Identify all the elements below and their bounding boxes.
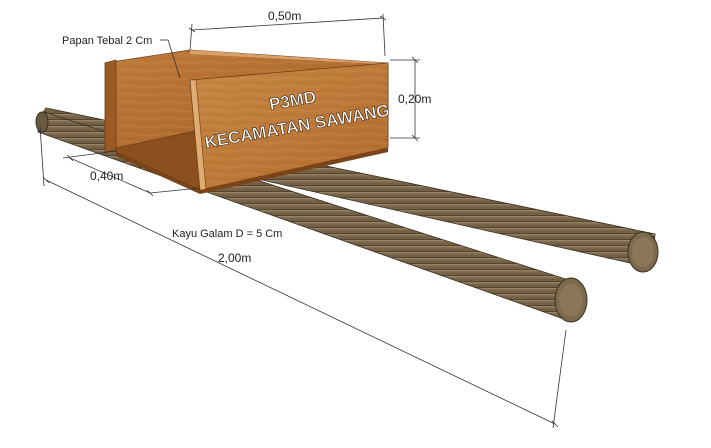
dimension-total-length bbox=[39, 125, 567, 429]
leader-plank-note bbox=[160, 39, 181, 79]
dimension-right-height bbox=[390, 56, 420, 142]
label-length-total: 2,00m bbox=[218, 251, 251, 265]
label-log-note: Kayu Galam D = 5 Cm bbox=[172, 228, 282, 240]
label-width-top: 0,50m bbox=[268, 9, 301, 23]
label-height-right: 0,20m bbox=[398, 92, 431, 106]
dimension-left-depth bbox=[62, 150, 201, 197]
wooden-box bbox=[104, 49, 389, 194]
label-depth-left: 0,40m bbox=[90, 169, 123, 183]
label-plank-note: Papan Tebal 2 Cm bbox=[62, 35, 152, 47]
dimension-top-width bbox=[188, 13, 387, 57]
